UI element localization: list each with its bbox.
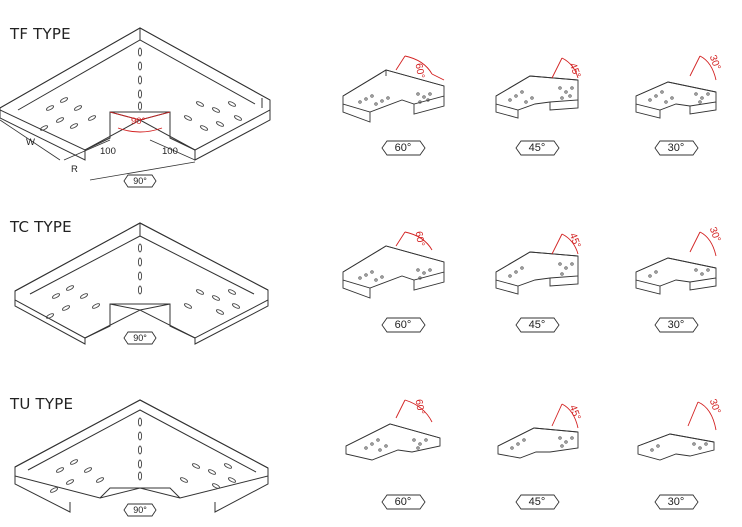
dim-r: R: [71, 164, 78, 175]
label-box-60: [381, 317, 426, 333]
variant-45-drawing: [497, 403, 579, 459]
label-box-main: [123, 174, 157, 188]
variant-45-drawing: [495, 57, 579, 119]
dim-inner-angle: 90°: [131, 116, 146, 127]
label-box-30: [654, 494, 699, 510]
dimension-lines: [0, 119, 196, 181]
main-angle-label: 90°: [133, 505, 147, 515]
dim-left-leg: 100: [100, 146, 116, 157]
variant-30-drawing: [635, 55, 717, 119]
variant-30-drawing: [637, 401, 717, 461]
variant-label-45: 45°: [528, 496, 546, 508]
dim-right-leg: 100: [162, 146, 178, 157]
variant-30-drawing: [635, 231, 717, 295]
angle-label-60: 60°: [412, 230, 427, 248]
tray-90-slots: [49, 417, 237, 493]
tray-90-drawing: [14, 222, 269, 345]
section-title: TF TYPE: [10, 25, 71, 43]
dim-w: W: [26, 137, 35, 148]
main-angle-label: 90°: [133, 176, 147, 186]
variant-label-60: 60°: [394, 319, 412, 331]
section-title: TC TYPE: [10, 218, 72, 236]
label-box-45: [515, 494, 560, 510]
tc-drawings: [14, 222, 717, 345]
section-tc: TC TYPE: [0, 176, 742, 351]
tray-90-slots: [45, 243, 241, 319]
label-box-30: [654, 140, 699, 156]
variant-label-30: 30°: [667, 319, 685, 331]
variant-45-drawing: [495, 233, 579, 295]
variant-label-60: 60°: [394, 496, 412, 508]
label-box-45: [515, 317, 560, 333]
label-box-30: [654, 317, 699, 333]
section-tf: TF TYPE: [0, 0, 742, 188]
variant-60-drawing: [345, 399, 441, 461]
label-box-60: [381, 140, 426, 156]
variant-label-60: 60°: [394, 142, 412, 154]
variant-label-30: 30°: [667, 142, 685, 154]
variant-label-45: 45°: [528, 142, 546, 154]
label-box-60: [381, 494, 426, 510]
label-box-45: [515, 140, 560, 156]
variant-60-drawing: [342, 231, 445, 299]
tu-drawings: [14, 399, 717, 517]
tray-90-drawing: [0, 27, 271, 161]
tf-drawings: [0, 27, 717, 188]
variant-60-drawing: [342, 55, 445, 123]
label-box-main: [123, 331, 157, 345]
angle-label-60: 60°: [412, 62, 427, 80]
angle-label-60: 60°: [412, 398, 427, 416]
variant-label-45: 45°: [528, 319, 546, 331]
variant-label-30: 30°: [667, 496, 685, 508]
tray-90-drawing: [14, 399, 269, 513]
inner-angle-arc: [109, 111, 171, 133]
tray-90-slots: [39, 47, 243, 131]
main-angle-label: 90°: [133, 333, 147, 343]
label-box-main: [123, 503, 157, 517]
section-tu: TU TYPE: [0, 352, 742, 527]
section-title: TU TYPE: [10, 395, 74, 413]
